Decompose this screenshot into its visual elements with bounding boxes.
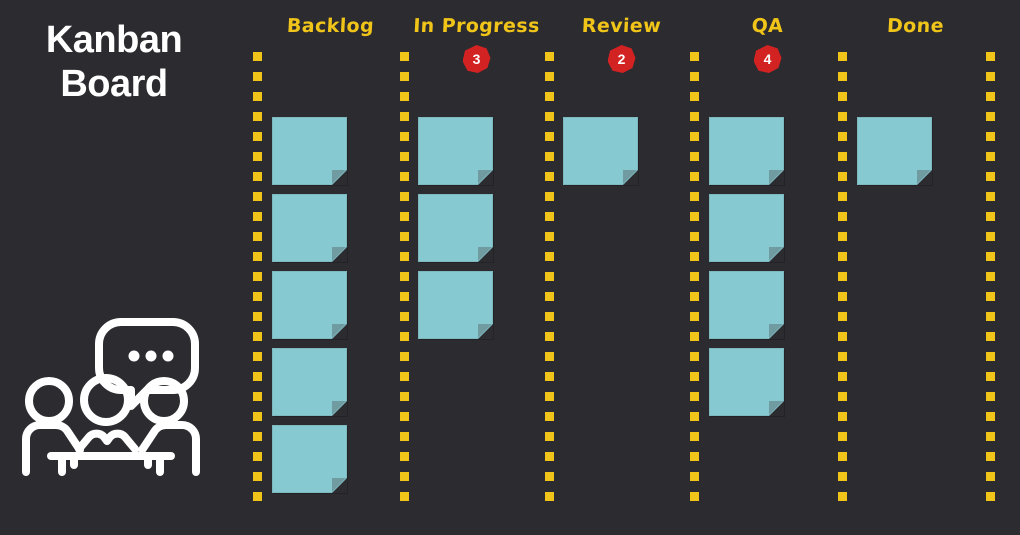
kanban-card[interactable] <box>272 271 347 339</box>
card-fold-cut <box>332 401 347 416</box>
column-header-in-progress: In Progress <box>412 15 541 37</box>
kanban-card[interactable] <box>709 348 784 416</box>
column-backlog[interactable]: Backlog <box>258 0 403 535</box>
team-meeting-icon <box>18 312 204 494</box>
column-in-progress[interactable]: In Progress 3 <box>404 0 549 535</box>
column-divider-5 <box>986 52 995 510</box>
column-header-backlog: Backlog <box>286 15 375 37</box>
kanban-card[interactable] <box>563 117 638 185</box>
column-header-done: Done <box>886 15 945 37</box>
column-qa[interactable]: QA 4 <box>695 0 840 535</box>
card-list-backlog <box>272 117 392 502</box>
card-list-review <box>563 117 683 194</box>
column-divider-1 <box>400 52 409 510</box>
card-fold-cut <box>478 247 493 262</box>
card-fold-cut <box>478 324 493 339</box>
card-fold-cut <box>769 247 784 262</box>
column-divider-3 <box>690 52 699 510</box>
card-list-done <box>857 117 977 194</box>
column-badge-in-progress: 3 <box>462 45 491 73</box>
column-badge-review: 2 <box>607 45 636 73</box>
card-list-in-progress <box>418 117 538 348</box>
card-fold-cut <box>332 170 347 185</box>
card-fold-cut <box>332 478 347 493</box>
card-fold-cut <box>332 247 347 262</box>
kanban-card[interactable] <box>272 348 347 416</box>
kanban-card[interactable] <box>418 117 493 185</box>
kanban-card[interactable] <box>709 117 784 185</box>
column-header-qa: QA <box>751 15 784 37</box>
kanban-card[interactable] <box>272 117 347 185</box>
card-fold-cut <box>623 170 638 185</box>
card-list-qa <box>709 117 829 425</box>
card-fold-cut <box>769 170 784 185</box>
column-divider-4 <box>838 52 847 510</box>
title-panel: Kanban Board <box>0 0 240 535</box>
kanban-card[interactable] <box>709 194 784 262</box>
column-done[interactable]: Done <box>843 0 988 535</box>
card-fold-cut <box>769 324 784 339</box>
column-header-review: Review <box>581 15 662 37</box>
column-divider-2 <box>545 52 554 510</box>
card-fold-cut <box>478 170 493 185</box>
card-fold-cut <box>917 170 932 185</box>
column-badge-qa: 4 <box>753 45 782 73</box>
kanban-card[interactable] <box>272 425 347 493</box>
card-fold-cut <box>332 324 347 339</box>
kanban-card[interactable] <box>272 194 347 262</box>
kanban-card[interactable] <box>857 117 932 185</box>
kanban-card[interactable] <box>418 271 493 339</box>
kanban-card[interactable] <box>418 194 493 262</box>
page-title: Kanban Board <box>45 19 183 106</box>
column-divider-0 <box>253 52 262 510</box>
column-review[interactable]: Review 2 <box>549 0 694 535</box>
card-fold-cut <box>769 401 784 416</box>
kanban-card[interactable] <box>709 271 784 339</box>
